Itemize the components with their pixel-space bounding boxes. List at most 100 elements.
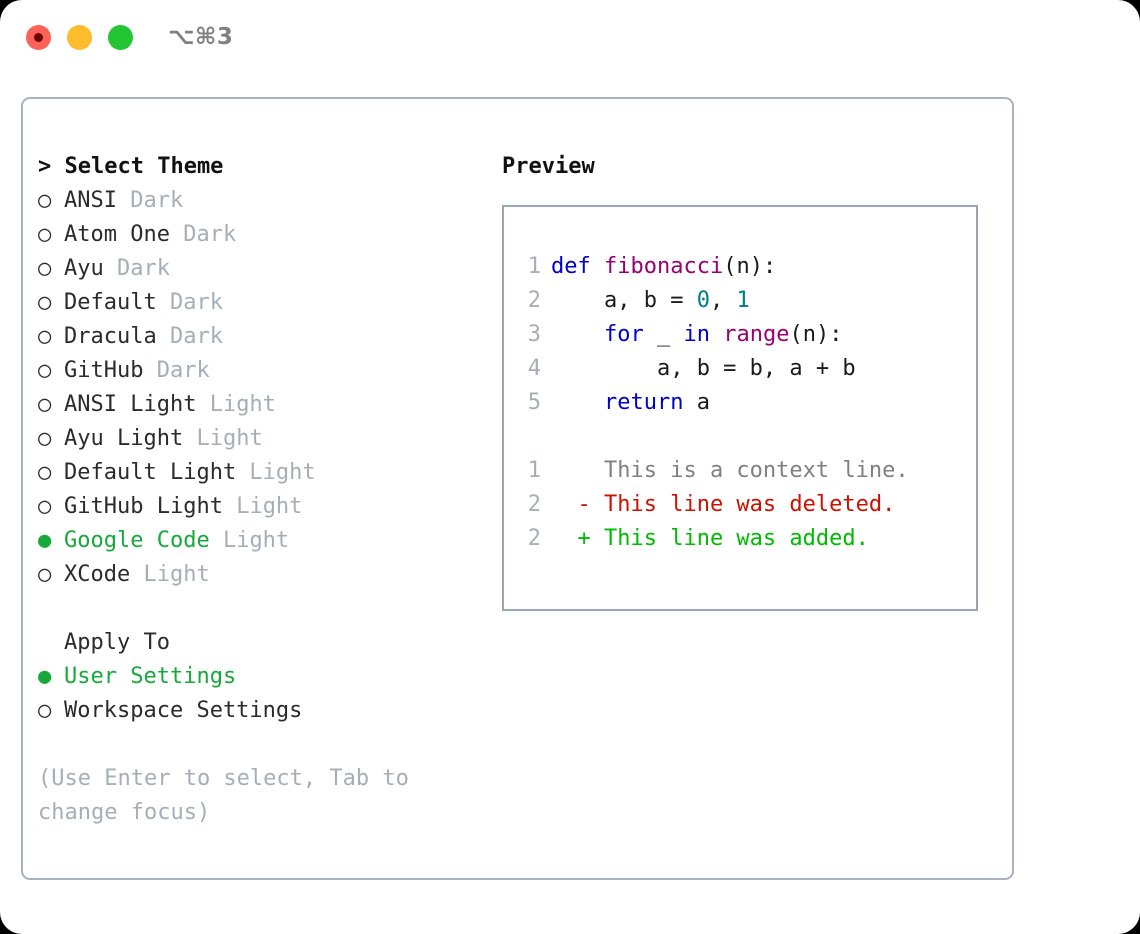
theme-option-variant-tag: Light bbox=[183, 426, 263, 451]
radio-unselected-icon: ○ bbox=[38, 494, 52, 519]
radio-unselected-icon: ○ bbox=[38, 698, 52, 723]
apply-to-title-marker: ○ bbox=[38, 626, 64, 660]
code-line: 5 return a bbox=[515, 386, 976, 420]
apply-to-title-label: Apply To bbox=[64, 630, 170, 655]
code-token-pln bbox=[710, 322, 723, 347]
theme-option-variant-tag: Light bbox=[236, 460, 316, 485]
theme-option-default-light[interactable]: ○ Default Light Light bbox=[38, 456, 468, 490]
code-token-pln: , bbox=[709, 288, 737, 313]
line-number: 2 bbox=[527, 288, 541, 313]
theme-option-atom-one[interactable]: ○Atom One Dark bbox=[38, 218, 468, 252]
theme-option-default[interactable]: ○Default Dark bbox=[38, 286, 468, 320]
theme-option-variant-tag: Dark bbox=[169, 222, 237, 247]
theme-option-label: Default bbox=[64, 290, 157, 315]
code-token-fn: range bbox=[723, 322, 790, 347]
apply-to-option-label: Workspace Settings bbox=[64, 698, 303, 723]
theme-option-label: Dracula bbox=[64, 324, 157, 349]
theme-option-label: Ayu Light bbox=[64, 426, 184, 451]
apply-to-title: ○Apply To bbox=[38, 626, 468, 660]
theme-option-label: Ayu bbox=[64, 256, 104, 281]
theme-option-label: Google Code bbox=[64, 528, 210, 553]
diff-line-text: + This line was added. bbox=[551, 526, 869, 551]
theme-option-label: ANSI Light bbox=[64, 392, 197, 417]
titlebar-shortcut-label: ⌥⌘3 bbox=[168, 24, 234, 50]
minimize-button[interactable] bbox=[67, 25, 92, 50]
theme-picker-column: > Select Theme ○ANSI Dark○Atom One Dark○… bbox=[38, 150, 468, 830]
theme-option-variant-tag: Light bbox=[196, 392, 276, 417]
theme-option-label: XCode bbox=[64, 562, 131, 587]
theme-option-github-light[interactable]: ○ GitHub Light Light bbox=[38, 490, 468, 524]
code-token-pln bbox=[551, 322, 604, 347]
code-token-pln: a, b = b, a + b bbox=[551, 356, 856, 381]
line-number: 1 bbox=[527, 458, 541, 483]
keyboard-hint: (Use Enter to select, Tab to change focu… bbox=[38, 766, 423, 825]
radio-unselected-icon: ○ bbox=[38, 562, 52, 587]
radio-unselected-icon: ○ bbox=[38, 392, 52, 417]
diff-line-ctx: 1 This is a context line. bbox=[515, 454, 976, 488]
preview-title: Preview bbox=[502, 154, 595, 179]
diff-line-del: 2 - This line was deleted. bbox=[515, 488, 976, 522]
theme-option-xcode[interactable]: ○ XCode Light bbox=[38, 558, 468, 592]
code-blank-line bbox=[515, 420, 976, 454]
diff-line-text: This is a context line. bbox=[551, 458, 909, 483]
theme-option-label: Default Light bbox=[64, 460, 237, 485]
diff-line-add: 2 + This line was added. bbox=[515, 522, 976, 556]
theme-option-label: GitHub Light bbox=[64, 494, 223, 519]
titlebar: ⌥⌘3 bbox=[0, 0, 1140, 78]
apply-to-option-label: User Settings bbox=[64, 664, 237, 689]
hint-spacer bbox=[38, 728, 468, 762]
close-button[interactable] bbox=[26, 25, 51, 50]
code-line: 4 a, b = b, a + b bbox=[515, 352, 976, 386]
list-spacer bbox=[38, 592, 468, 626]
code-token-pln: a, b = bbox=[551, 288, 697, 313]
theme-option-ayu[interactable]: ○Ayu Dark bbox=[38, 252, 468, 286]
code-line: 2 a, b = 0, 1 bbox=[515, 284, 976, 318]
code-token-pln bbox=[551, 390, 604, 415]
code-token-kw: return bbox=[603, 390, 684, 415]
theme-option-label: GitHub bbox=[64, 358, 144, 383]
theme-option-variant-tag: Dark bbox=[156, 324, 223, 349]
theme-option-variant-tag: Dark bbox=[143, 358, 210, 383]
theme-option-dracula[interactable]: ○Dracula Dark bbox=[38, 320, 468, 354]
radio-selected-icon: ● bbox=[38, 528, 52, 553]
radio-unselected-icon: ○ bbox=[38, 460, 52, 485]
apply-to-option-workspace-settings[interactable]: ○ Workspace Settings bbox=[38, 694, 468, 728]
line-number: 2 bbox=[527, 492, 541, 517]
theme-option-variant-tag: Light bbox=[130, 562, 210, 587]
code-token-num: 0 bbox=[696, 288, 710, 313]
code-token-pln: (n): bbox=[789, 322, 843, 347]
theme-option-variant-tag: Light bbox=[222, 494, 303, 519]
theme-option-label: ANSI bbox=[64, 188, 117, 213]
code-token-kw: in bbox=[683, 322, 710, 347]
apply-to-option-user-settings[interactable]: ● User Settings bbox=[38, 660, 468, 694]
radio-selected-icon: ● bbox=[38, 664, 52, 689]
theme-option-variant-tag: Dark bbox=[103, 256, 170, 281]
theme-picker-title: > Select Theme bbox=[38, 154, 224, 179]
theme-option-github[interactable]: ○GitHub Dark bbox=[38, 354, 468, 388]
theme-option-variant-tag: Dark bbox=[116, 188, 184, 213]
apply-to-list: ● User Settings ○ Workspace Settings bbox=[38, 660, 468, 728]
code-token-kw: for bbox=[603, 322, 644, 347]
code-token-kw: def bbox=[551, 254, 604, 279]
line-number: 1 bbox=[527, 254, 541, 279]
theme-option-ansi-light[interactable]: ○ ANSI Light Light bbox=[38, 388, 468, 422]
main-panel: > Select Theme ○ANSI Dark○Atom One Dark○… bbox=[21, 97, 1014, 880]
radio-unselected-icon: ○ bbox=[38, 188, 52, 213]
code-token-pln: (n): bbox=[723, 254, 777, 279]
radio-unselected-icon: ○ bbox=[38, 222, 52, 247]
line-number: 3 bbox=[527, 322, 541, 347]
line-number: 4 bbox=[527, 356, 541, 381]
code-token-num: 1 bbox=[736, 288, 750, 313]
theme-option-ansi[interactable]: ○ ANSI Dark bbox=[38, 184, 468, 218]
theme-list: ○ANSI Dark○Atom One Dark○Ayu Dark○Defaul… bbox=[38, 184, 468, 592]
theme-option-google-code[interactable]: ●Google Code Light bbox=[38, 524, 468, 558]
maximize-button[interactable] bbox=[108, 25, 133, 50]
theme-option-ayu-light[interactable]: ○ Ayu Light Light bbox=[38, 422, 468, 456]
radio-unselected-icon: ○ bbox=[38, 426, 52, 451]
code-token-pln: _ bbox=[643, 322, 684, 347]
